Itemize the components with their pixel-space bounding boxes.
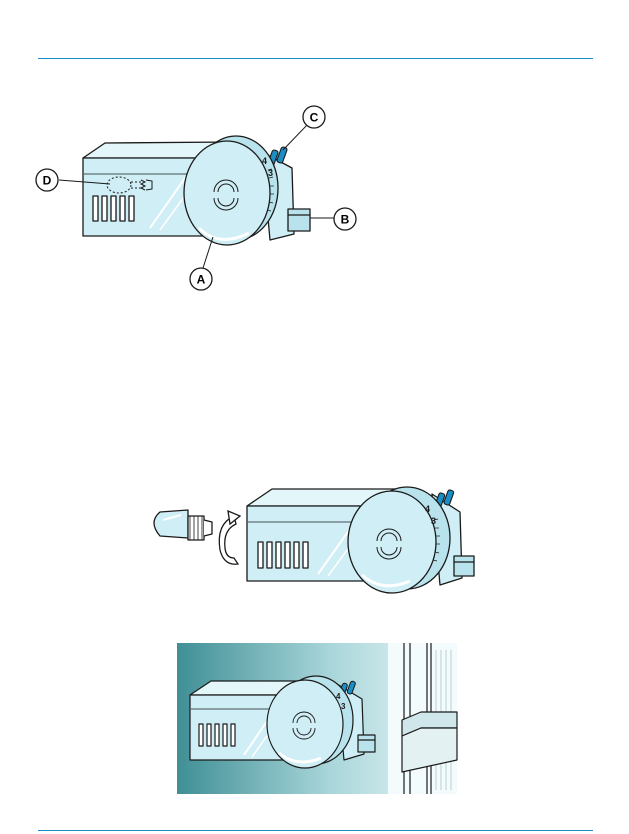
figure-lamp-housing-labeled: 4 3 D A B C: [36, 106, 356, 290]
svg-text:C: C: [310, 111, 319, 125]
callout-c: C: [303, 106, 325, 128]
callout-a: A: [190, 268, 212, 290]
dial-mark: 3: [341, 702, 346, 711]
callout-d: D: [36, 169, 58, 191]
dial-mark: 3: [268, 168, 273, 178]
svg-text:D: D: [43, 174, 52, 188]
thermostat-dial: 4 3: [348, 487, 450, 593]
figure-bulb-removal: 4 3: [154, 487, 474, 593]
light-bulb-icon: [154, 510, 212, 540]
footer-rule: [38, 830, 593, 831]
switch-b: [288, 209, 310, 231]
figure-installed-in-fridge: 4 3: [177, 643, 457, 794]
svg-text:A: A: [197, 273, 206, 287]
rotate-arrow-icon: [219, 511, 240, 564]
fridge-door-shelf: [388, 643, 457, 794]
callout-b: B: [334, 208, 356, 230]
dial-mark: 4: [425, 504, 430, 514]
svg-text:B: B: [341, 213, 350, 227]
dial-mark: 3: [431, 516, 436, 526]
dial-mark: 4: [336, 692, 341, 701]
dial-mark: 4: [262, 156, 267, 166]
